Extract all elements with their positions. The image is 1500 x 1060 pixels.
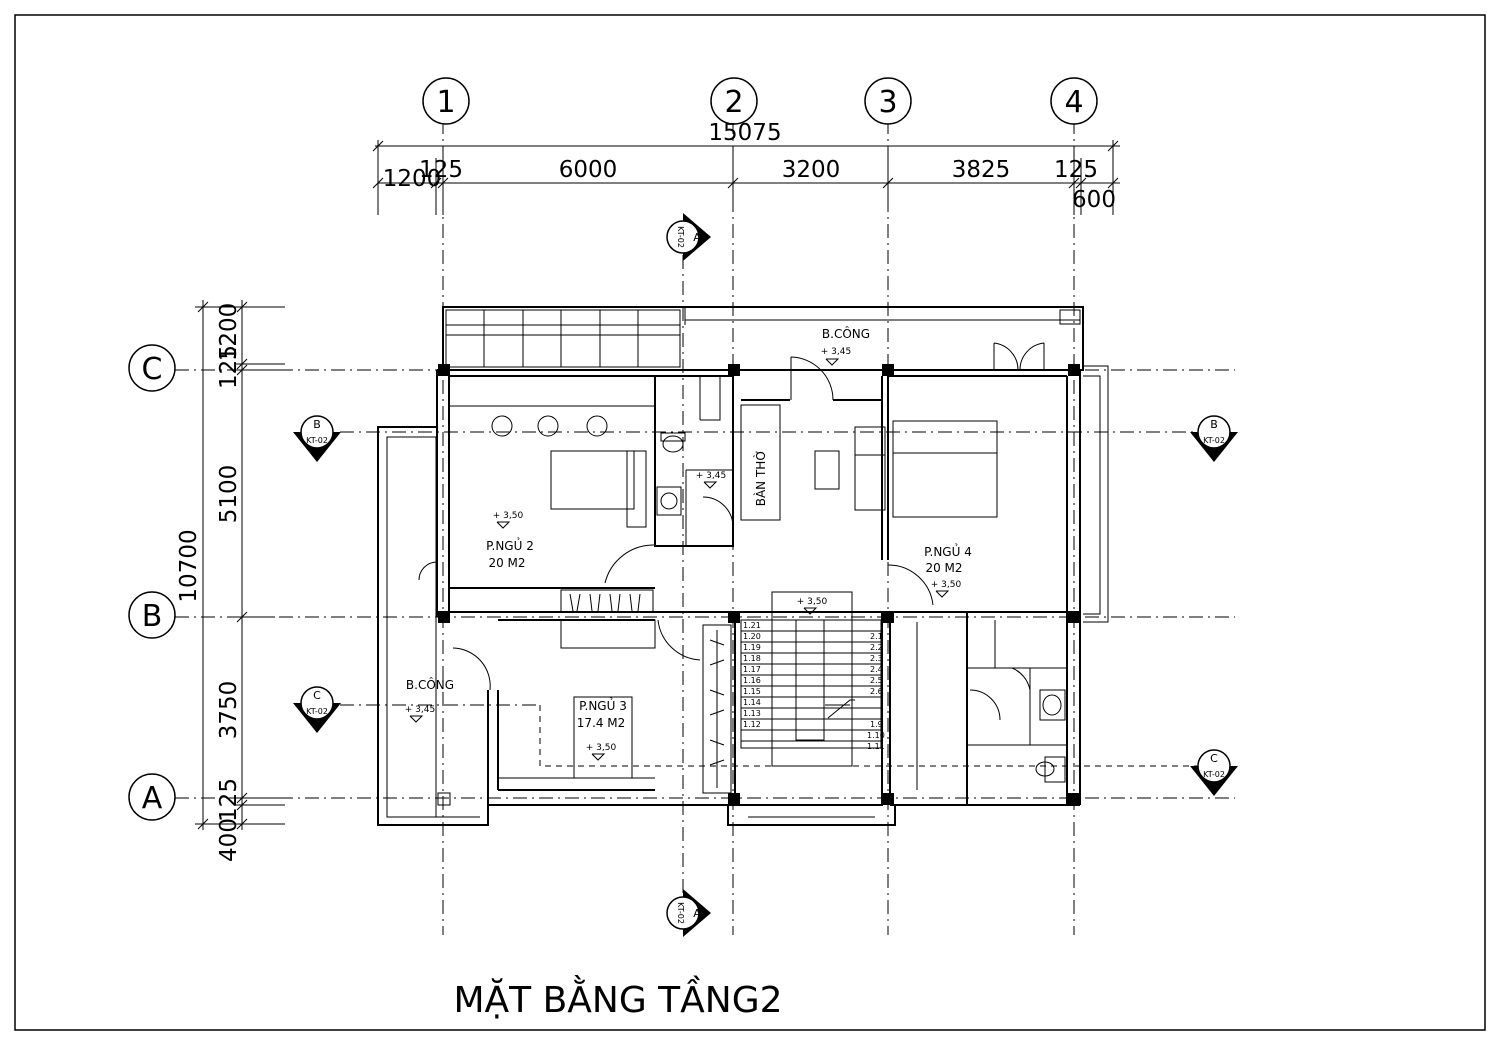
svg-text:1: 1 xyxy=(436,85,455,120)
walls xyxy=(377,306,1109,826)
grid-bubble-c: C xyxy=(128,344,176,392)
grid-bubble-1: 1 xyxy=(422,77,470,125)
dim-left-125-bottom: 125 xyxy=(216,778,242,822)
svg-text:C: C xyxy=(1210,752,1218,765)
svg-text:1.16: 1.16 xyxy=(743,676,761,685)
svg-text:KT-02: KT-02 xyxy=(1203,770,1225,779)
level-balcony-top: + 3,45 xyxy=(821,347,851,357)
level-markers xyxy=(409,358,950,761)
svg-text:2.4: 2.4 xyxy=(870,665,883,674)
svg-text:B: B xyxy=(1210,418,1218,431)
level-bedroom-3: + 3,50 xyxy=(586,743,617,753)
svg-text:1.18: 1.18 xyxy=(743,654,761,663)
svg-text:KT-02: KT-02 xyxy=(306,436,328,445)
dim-top-total: 15075 xyxy=(708,120,781,146)
dim-left-5100: 5100 xyxy=(216,465,242,524)
svg-text:A: A xyxy=(693,907,701,920)
label-bedroom-2: P.NGỦ 2 xyxy=(486,537,534,553)
dim-left-1200: 1200 xyxy=(216,303,242,362)
area-bedroom-4: 20 M2 xyxy=(925,561,962,575)
svg-text:1.9: 1.9 xyxy=(870,720,883,729)
svg-text:KT-02: KT-02 xyxy=(676,902,685,924)
door-swings xyxy=(418,342,1045,721)
label-balcony-top: B.CÔNG xyxy=(822,326,870,341)
section-mark-c-right: C KT-02 xyxy=(1190,749,1238,796)
svg-text:2.2: 2.2 xyxy=(870,643,883,652)
dim-top-3200: 3200 xyxy=(782,157,841,183)
grid-bubble-3: 3 xyxy=(864,77,912,125)
svg-text:A: A xyxy=(142,781,163,816)
level-bedroom-4: + 3,50 xyxy=(931,580,962,590)
grid-bubble-a: A xyxy=(128,773,176,821)
area-bedroom-2: 20 M2 xyxy=(488,556,525,570)
svg-text:3: 3 xyxy=(878,85,897,120)
dim-top-3825: 3825 xyxy=(952,157,1011,183)
structural-columns xyxy=(437,364,1080,806)
dim-top-125-left: 125 xyxy=(419,157,463,183)
level-wc-left: + 3,45 xyxy=(696,471,726,481)
svg-text:1.12: 1.12 xyxy=(743,720,761,729)
label-balcony-left: B.CÔNG xyxy=(406,677,454,692)
dim-top-125-right: 125 xyxy=(1054,157,1098,183)
svg-text:1.19: 1.19 xyxy=(743,643,761,652)
svg-text:1.10: 1.10 xyxy=(867,731,885,740)
section-mark-b-right: B KT-02 xyxy=(1190,415,1238,462)
sanitary-fixtures xyxy=(656,432,1062,777)
grid-bubble-4: 4 xyxy=(1050,77,1098,125)
svg-text:2.6: 2.6 xyxy=(870,687,883,696)
svg-text:1.20: 1.20 xyxy=(743,632,761,641)
stair-numbers-right: 2.1 2.2 2.3 2.4 2.5 2.6 1.9 1.10 1.11 xyxy=(867,632,885,751)
dim-left-total: 10700 xyxy=(176,529,202,602)
top-dimension-chain xyxy=(372,140,1120,215)
dim-top-600: 600 xyxy=(1072,187,1116,213)
label-altar: BÀN THỜ xyxy=(753,450,768,507)
svg-text:A: A xyxy=(693,231,701,244)
svg-text:B: B xyxy=(142,599,163,634)
sheet-border xyxy=(14,14,1486,1031)
grid-bubble-b: B xyxy=(128,591,176,639)
section-mark-b-left: B KT-02 xyxy=(293,415,341,462)
svg-text:4: 4 xyxy=(1064,85,1083,120)
section-mark-a-bottom: A KT-02 xyxy=(666,889,711,937)
svg-text:KT-02: KT-02 xyxy=(306,707,328,716)
dim-top-6000: 6000 xyxy=(559,157,618,183)
svg-text:2.1: 2.1 xyxy=(870,632,883,641)
drawing-title: MẶT BẰNG TẦNG2 xyxy=(453,974,782,1021)
level-stair: + 3,50 xyxy=(797,597,828,607)
dim-left-3750: 3750 xyxy=(216,681,242,740)
svg-text:C: C xyxy=(313,689,321,702)
dim-top-1200: 1200 xyxy=(383,166,442,192)
svg-text:1.15: 1.15 xyxy=(743,687,761,696)
svg-text:1.11: 1.11 xyxy=(867,742,885,751)
svg-text:KT-02: KT-02 xyxy=(676,226,685,248)
dim-left-125-top: 125 xyxy=(216,345,242,389)
svg-text:2.5: 2.5 xyxy=(870,676,883,685)
svg-text:1.17: 1.17 xyxy=(743,665,761,674)
svg-text:2: 2 xyxy=(724,85,743,120)
label-bedroom-4: P.NGỦ 4 xyxy=(924,543,972,559)
grid-bubble-2: 2 xyxy=(710,77,758,125)
stair-numbers-left: 1.21 1.20 1.19 1.18 1.17 1.16 1.15 1.14 … xyxy=(743,621,761,729)
label-bedroom-3: P.NGỦ 3 xyxy=(579,697,627,713)
svg-text:1.14: 1.14 xyxy=(743,698,761,707)
left-dimension-chain xyxy=(195,300,285,830)
level-bedroom-2: + 3,50 xyxy=(493,511,524,521)
level-balcony-left: + 3,45 xyxy=(405,705,435,715)
dim-left-400: 400 xyxy=(216,818,242,862)
svg-text:KT-02: KT-02 xyxy=(1203,436,1225,445)
svg-text:2.3: 2.3 xyxy=(870,654,883,663)
svg-text:1.13: 1.13 xyxy=(743,709,761,718)
svg-text:B: B xyxy=(313,418,321,431)
svg-text:1.21: 1.21 xyxy=(743,621,761,630)
section-mark-c-left: C KT-02 xyxy=(293,686,341,733)
svg-text:C: C xyxy=(142,352,163,387)
section-mark-a-top: A KT-02 xyxy=(666,213,711,261)
grid-lines xyxy=(175,120,1235,935)
area-bedroom-3: 17.4 M2 xyxy=(577,716,626,730)
